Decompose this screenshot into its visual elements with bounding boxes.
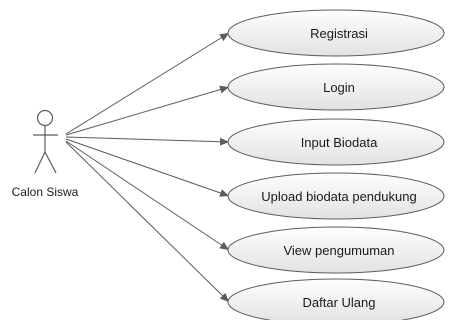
use-case-input-biodata[interactable]: Input Biodata [227, 118, 445, 166]
use-case-label: Daftar Ulang [303, 295, 376, 310]
use-case-label: Upload biodata pendukung [261, 189, 416, 204]
use-case-ellipse [227, 118, 445, 166]
use-case-view-pengumuman[interactable]: View pengumuman [227, 226, 445, 274]
use-case-ellipse [227, 278, 445, 320]
use-case-label: Login [323, 80, 355, 95]
use-case-ellipse [227, 226, 445, 274]
use-case-ellipse [227, 9, 445, 57]
association-view-pengumuman [65, 140, 230, 251]
actor-calon-siswa[interactable]: Calon Siswa [12, 109, 79, 200]
use-case-registrasi[interactable]: Registrasi [227, 9, 445, 57]
use-case-label: Registrasi [310, 26, 368, 41]
use-case-ellipse [227, 172, 445, 220]
association-lines [65, 32, 230, 303]
association-login [65, 85, 230, 136]
use-case-label: Input Biodata [301, 135, 378, 150]
association-registrasi [65, 32, 230, 135]
use-case-label: View pengumuman [283, 243, 394, 258]
actor-label: Calon Siswa [12, 185, 79, 199]
stick-figure-icon [33, 109, 58, 174]
use-case-login[interactable]: Login [227, 63, 445, 111]
use-case-upload-biodata-pendukung[interactable]: Upload biodata pendukung [227, 172, 445, 220]
use-case-daftar-ulang[interactable]: Daftar Ulang [227, 278, 445, 320]
use-case-ellipse [227, 63, 445, 111]
association-input-biodata [65, 136, 230, 146]
association-upload-biodata-pendukung [65, 138, 230, 197]
association-daftar-ulang [65, 141, 230, 303]
